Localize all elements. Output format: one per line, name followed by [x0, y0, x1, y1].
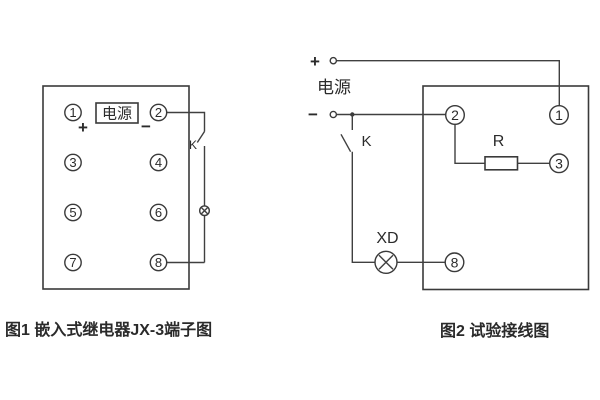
fig1-relay-outline — [42, 85, 190, 290]
fig2-resistor-icon — [484, 156, 519, 171]
fig2-plus-sign: + — [310, 52, 320, 71]
fig2-switch-label: K — [361, 133, 371, 150]
svg-text:1: 1 — [555, 107, 563, 123]
fig1-lamp-icon — [198, 205, 210, 217]
svg-text:4: 4 — [155, 155, 162, 170]
fig2-power-label: 电源 — [317, 78, 351, 97]
svg-text:3: 3 — [555, 155, 563, 171]
fig2-terminal-2: 2 — [445, 104, 466, 125]
fig2-resistor-label: R — [493, 133, 505, 150]
fig2-terminal-3: 3 — [549, 153, 570, 174]
svg-text:2: 2 — [451, 107, 459, 123]
fig2-wire-2-to-resistor — [454, 124, 485, 165]
fig2-relay-outline — [422, 85, 590, 291]
fig1-plus-sign: + — [78, 118, 88, 137]
fig1-switch-label: K — [189, 138, 197, 152]
svg-text:6: 6 — [155, 205, 162, 220]
fig1-terminal-6: 6 — [149, 203, 168, 222]
fig1-power-box — [95, 102, 139, 124]
fig1-power-label: 电源 — [102, 106, 132, 123]
figure1-terminal-diagram: K 电源 + − 1 2 3 4 — [42, 85, 210, 290]
svg-text:8: 8 — [451, 254, 459, 270]
fig1-wire-top — [166, 111, 206, 132]
fig2-lamp-label: XD — [376, 230, 398, 247]
fig2-lamp-icon — [374, 250, 398, 274]
fig1-terminal-7: 7 — [64, 253, 82, 272]
fig1-switch-blade-icon — [196, 131, 206, 143]
svg-text:5: 5 — [69, 205, 76, 220]
svg-text:8: 8 — [155, 255, 162, 270]
fig2-wire-down — [351, 151, 375, 263]
figure1-caption: 图1 嵌入式继电器JX-3端子图 — [5, 322, 213, 339]
fig1-minus-sign: − — [141, 117, 151, 136]
fig2-terminal-8: 8 — [444, 252, 465, 273]
svg-text:7: 7 — [69, 255, 76, 270]
fig2-plus-terminal-dot — [329, 56, 338, 65]
svg-text:2: 2 — [155, 105, 162, 120]
fig2-switch-blade-icon — [340, 133, 352, 153]
figure2-test-wiring-diagram: + 电源 − K XD — [308, 52, 590, 291]
fig2-minus-terminal-dot — [329, 110, 338, 119]
fig1-terminal-1: 1 — [64, 103, 82, 122]
fig2-wire-plus — [336, 60, 560, 106]
fig1-terminal-2: 2 — [149, 103, 168, 122]
fig1-terminal-5: 5 — [64, 203, 82, 222]
fig1-terminal-4: 4 — [149, 153, 168, 172]
fig1-terminal-3: 3 — [64, 153, 82, 172]
figure2-caption: 图2 试验接线图 — [440, 323, 550, 340]
fig1-terminal-8: 8 — [149, 253, 168, 272]
svg-text:1: 1 — [69, 105, 76, 120]
svg-text:3: 3 — [69, 155, 76, 170]
fig2-terminal-1: 1 — [549, 104, 570, 125]
fig2-minus-sign: − — [308, 105, 318, 124]
